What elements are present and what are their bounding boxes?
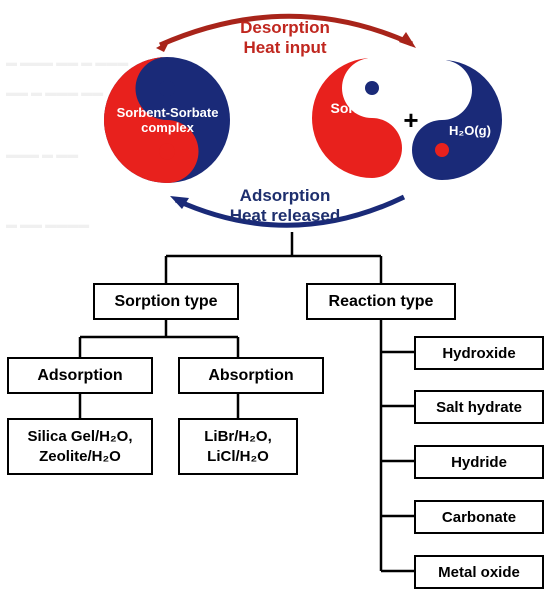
- adsorption-pairs-box: Silica Gel/H₂O, Zeolite/H₂O: [7, 418, 153, 475]
- absorption-pairs-text: LiBr/H₂O, LiCl/H₂O: [204, 428, 272, 465]
- reaction-item: Carbonate: [414, 500, 544, 534]
- ghost-text: ▬▬▬ ▬ ▬▬: [6, 149, 79, 161]
- reaction-type-box: Reaction type: [306, 283, 456, 320]
- adsorption-arrowhead: [170, 196, 189, 209]
- sorbent-sorbate-label: Sorbent-Sorbate complex: [116, 105, 219, 135]
- adsorption-pairs-text: Silica Gel/H₂O, Zeolite/H₂O: [27, 428, 133, 465]
- water-half: [412, 60, 502, 180]
- absorption-pairs-box: LiBr/H₂O, LiCl/H₂O: [178, 418, 298, 475]
- sorbent-sorbate-yinyang: [104, 57, 230, 183]
- sorbent-half: [312, 58, 402, 178]
- reaction-item: Metal oxide: [414, 555, 544, 589]
- reaction-item: Hydride: [414, 445, 544, 479]
- plus-icon: +: [403, 105, 419, 135]
- desorption-arrow: [158, 13, 414, 48]
- adsorption-box: Adsorption: [7, 357, 153, 394]
- ghost-text: ▬ ▬▬▬ ▬▬ ▬ ▬▬▬: [6, 57, 129, 69]
- desorption-arrowhead: [399, 32, 416, 48]
- ghost-text: ▬▬ ▬ ▬▬▬ ▬▬: [6, 87, 104, 99]
- water-vapor-label: H₂O(g): [449, 123, 491, 138]
- connector-lines: [78, 232, 414, 573]
- reaction-item: Hydroxide: [414, 336, 544, 370]
- ghost-text: ▬ ▬▬ ▬▬▬▬: [6, 219, 90, 231]
- adsorption-arrow: [174, 194, 406, 228]
- sorbent-label: Sorbent: [330, 100, 384, 116]
- reaction-item: Salt hydrate: [414, 390, 544, 424]
- sorption-type-box: Sorption type: [93, 283, 239, 320]
- absorption-box: Absorption: [178, 357, 324, 394]
